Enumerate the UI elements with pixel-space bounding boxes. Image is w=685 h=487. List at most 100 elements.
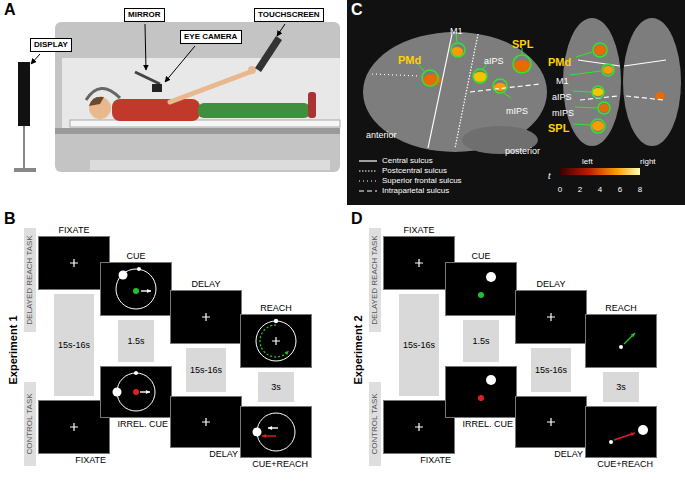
screen-stimulus [171,291,241,343]
brain-illustration [347,0,685,205]
task-band: CONTROL TASK [369,382,381,466]
legend-line-sample [358,187,378,195]
region-label: aIPS [484,56,504,66]
screen-stimulus [171,397,241,447]
screen-stimulus [39,237,109,289]
duration-label: 3s [616,382,626,392]
screen-stimulus [446,367,516,417]
duration-label: 15s-16s [403,340,435,350]
legend-label: Central sulcus [382,156,433,165]
display-screen: REACH [240,314,312,368]
colorbar-tick: 4 [598,185,602,194]
duration-label: 15s-16s [190,365,222,375]
task-band: DELAYED REACH TASK [24,228,36,332]
region-label: PMd [548,56,571,68]
epoch-label: FIXATE [75,455,106,465]
duration-bar: 15s-16s [399,294,439,396]
panel-letter: B [4,210,16,227]
duration-label: 3s [271,382,281,392]
duration-bar: 3s [258,372,294,402]
region-label: SPL [548,122,569,134]
callout-label: MIRROR [128,10,161,19]
epoch-label: CUE+REACH [597,459,653,469]
callout-label: DISPLAY [34,40,68,49]
callout-box: DISPLAY [30,38,72,52]
region-label: aIPS [552,92,572,102]
screen-stimulus [516,291,586,343]
callout-box: EYE CAMERA [180,30,242,44]
display-screen: IRREL. CUE [100,366,172,418]
orientation-label: posterior [505,146,540,156]
task-band: DELAYED REACH TASK [369,228,381,332]
epoch-label: FIXATE [59,225,90,235]
display-screen: DELAY [170,290,242,344]
duration-label: 1.5s [127,336,144,346]
task-label: DELAYED REACH TASK [370,235,379,324]
experiment-label: Experiment 2 [352,315,364,384]
screen-stimulus [241,315,311,367]
epoch-label: REACH [260,303,292,313]
screen-stimulus [384,237,454,289]
screen-stimulus [516,397,586,447]
panel-letter: C [351,1,363,18]
screen-stimulus [101,367,171,417]
duration-bar: 15s-16s [54,294,94,396]
epoch-label: DELAY [209,449,238,459]
region-label: M1 [556,76,569,86]
legend-label: Superior frontal sulcus [382,176,462,185]
screen-stimulus [586,407,656,457]
legend-line-sample [358,157,378,165]
region-label: PMd [398,54,421,66]
duration-bar: 1.5s [118,320,154,362]
display-screen: REACH [585,314,657,368]
callout-label: EYE CAMERA [184,32,238,41]
display-screen: CUE+REACH [585,406,657,458]
screen-stimulus [384,401,454,453]
display-screen: IRREL. CUE [445,366,517,418]
callout-box: MIRROR [124,8,165,22]
duration-label: 15s-16s [535,365,567,375]
colorbar-tick: 6 [618,185,622,194]
display-screen: CUE [100,262,172,316]
epoch-label: CUE [126,251,145,261]
screen-stimulus [446,263,516,315]
screen-stimulus [101,263,171,315]
epoch-label: IRREL. CUE [462,419,513,429]
panel-letter: A [4,1,16,18]
duration-bar: 1.5s [463,320,499,362]
legend-line-sample [358,167,378,175]
epoch-label: CUE [471,251,490,261]
task-label: CONTROL TASK [370,393,379,454]
screen-stimulus [241,407,311,457]
task-band: CONTROL TASK [24,382,36,466]
epoch-label: REACH [605,303,637,313]
colorbar-tick: 2 [578,185,582,194]
region-label: mIPS [506,106,528,116]
callout-label: TOUCHSCREEN [258,10,320,19]
display-screen: DELAY [515,396,587,448]
epoch-label: FIXATE [420,455,451,465]
epoch-label: IRREL. CUE [117,419,168,429]
epoch-label: DELAY [192,279,221,289]
display-screen: DELAY [170,396,242,448]
colorbar-tick: 8 [638,185,642,194]
colorbar-tick: 0 [558,185,562,194]
region-label: M1 [450,26,463,36]
duration-bar: 15s-16s [531,348,571,392]
hemisphere-label: right [640,157,656,166]
duration-label: 1.5s [472,336,489,346]
panel-letter: D [351,210,363,227]
epoch-label: DELAY [537,279,566,289]
display-screen: CUE [445,262,517,316]
screen-stimulus [39,401,109,453]
epoch-label: CUE+REACH [252,459,308,469]
callout-box: TOUCHSCREEN [254,8,324,22]
duration-bar: 3s [603,372,639,402]
display-screen: CUE+REACH [240,406,312,458]
task-label: DELAYED REACH TASK [25,235,34,324]
legend-line-sample [358,177,378,185]
display-screen: DELAY [515,290,587,344]
scanner-illustration [14,22,340,172]
duration-label: 15s-16s [58,340,90,350]
legend-label: Intraparietal sulcus [382,186,449,195]
